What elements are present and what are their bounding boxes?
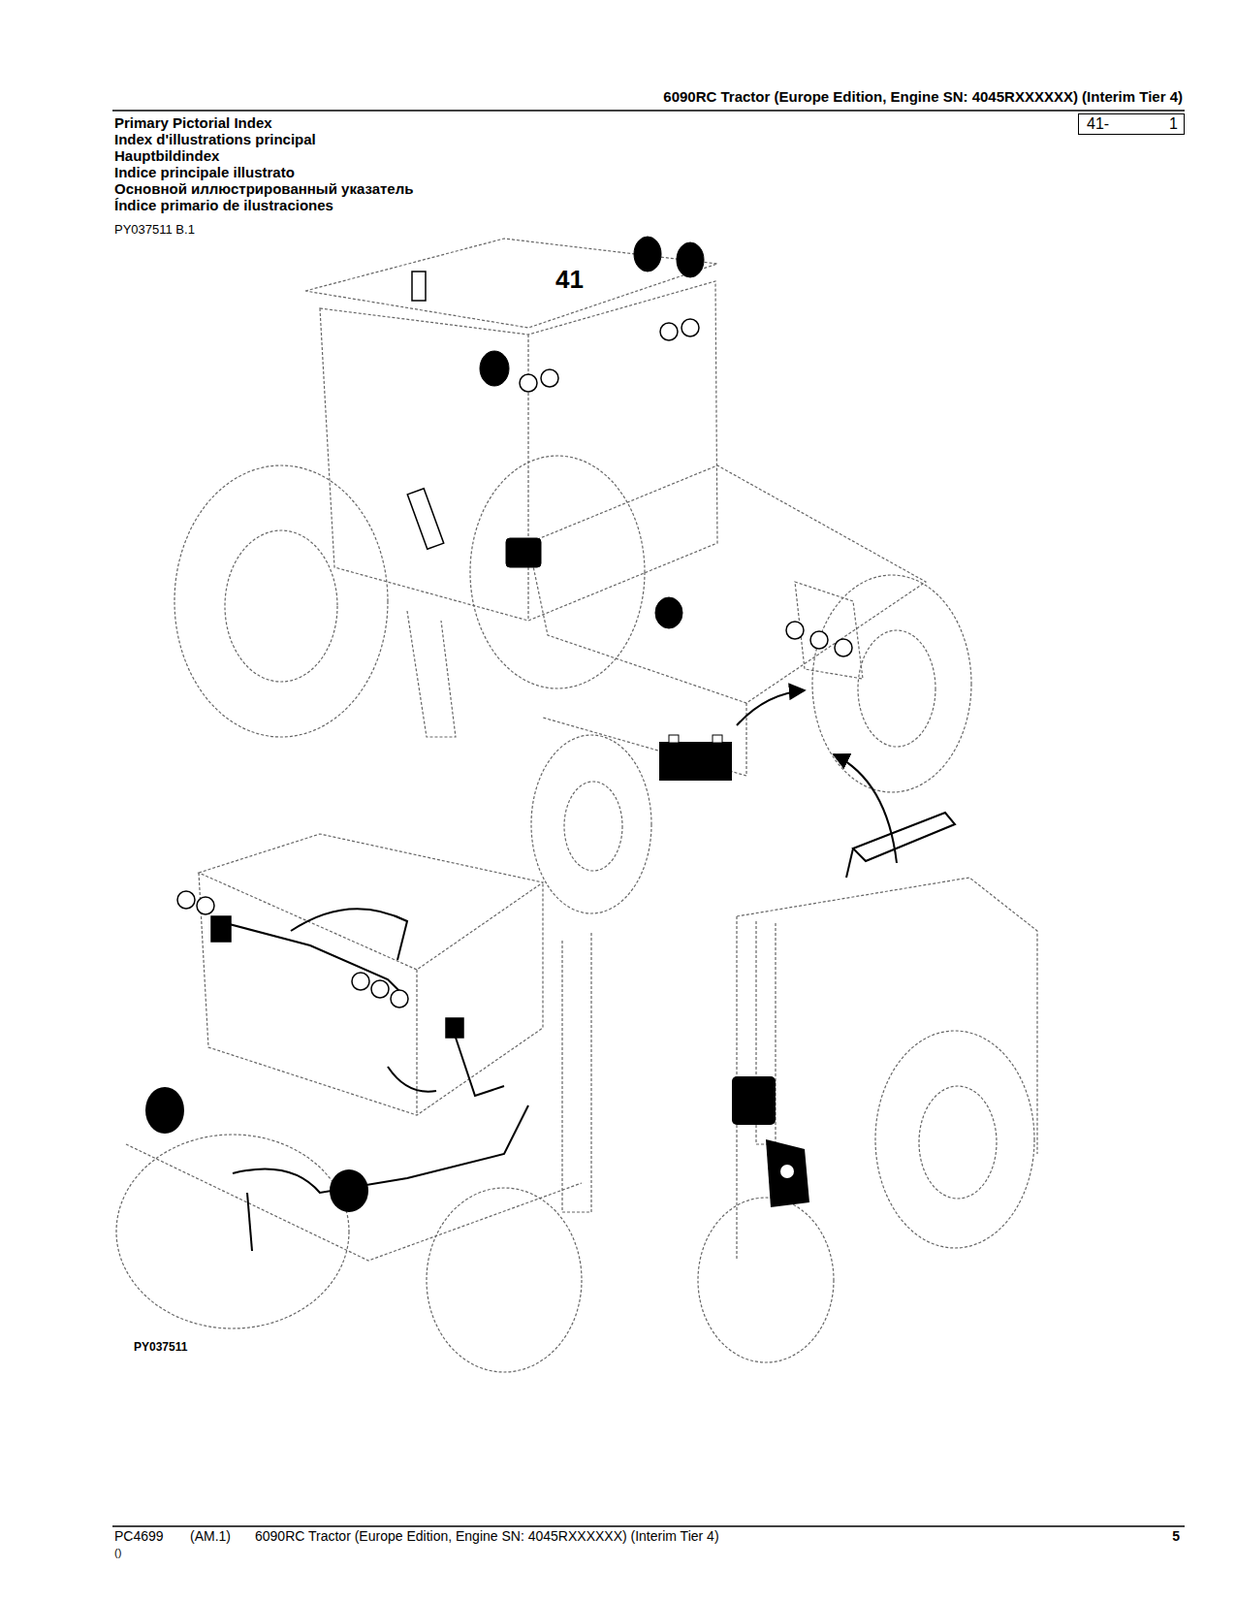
callout-number: 41 xyxy=(552,265,587,295)
battery-symbol xyxy=(659,741,732,781)
harness-symbol xyxy=(247,1192,253,1251)
tractor-outline xyxy=(875,1030,1035,1248)
tractor-outline xyxy=(564,781,623,871)
panel-symbol xyxy=(780,1164,794,1178)
tractor-outline xyxy=(794,581,863,679)
harness-symbol xyxy=(232,1105,529,1193)
harness-symbol xyxy=(218,920,408,999)
tractor-outline xyxy=(697,1197,834,1363)
bracket-symbol xyxy=(853,812,955,861)
lamp-symbol xyxy=(329,1169,369,1212)
rule-line xyxy=(112,110,1185,1526)
page-header: 6090RC Tractor (Europe Edition, Engine S… xyxy=(663,88,1183,105)
tractor-outline xyxy=(126,1143,582,1261)
tractor-outline xyxy=(174,238,972,914)
tractor-outline xyxy=(116,1134,349,1329)
tractor-outline xyxy=(736,877,1038,1154)
work-light-symbol xyxy=(407,488,444,550)
work-light-symbol xyxy=(211,916,231,942)
harness-symbol xyxy=(455,1037,505,1096)
tractor-outline xyxy=(415,969,417,1115)
lamp-symbol xyxy=(655,597,683,629)
work-light-symbol xyxy=(540,369,559,387)
work-light-symbol xyxy=(407,271,853,657)
tractor-outline xyxy=(319,281,718,621)
battery-symbol xyxy=(712,734,723,743)
lamp-symbol xyxy=(479,236,704,629)
tractor-outline xyxy=(407,610,456,737)
harness-symbol xyxy=(387,1066,437,1092)
work-light-symbol xyxy=(351,972,370,990)
index-title: Indice principale illustrato xyxy=(114,163,295,181)
rule-line xyxy=(112,109,1185,112)
lamp-symbol xyxy=(479,350,509,386)
lamp-symbol xyxy=(145,1086,369,1212)
lamp-symbol xyxy=(633,236,662,272)
work-light-symbol xyxy=(786,621,804,639)
tractor-outline xyxy=(174,465,388,737)
tractor-outline xyxy=(812,574,972,793)
work-light-symbol xyxy=(177,890,464,1038)
tractor-outline xyxy=(198,872,543,1115)
work-light-symbol xyxy=(412,271,426,301)
index-number: 1 xyxy=(1169,115,1178,133)
tractor-outline xyxy=(470,455,645,689)
harness-symbol xyxy=(290,908,408,960)
index-box: 41- 1 xyxy=(1077,113,1185,135)
work-light-symbol xyxy=(660,322,678,341)
lamp-symbol xyxy=(506,538,541,568)
work-light-symbol xyxy=(196,896,215,915)
tractor-outline xyxy=(198,833,543,970)
pointer-arrow xyxy=(736,690,897,863)
battery-symbol xyxy=(668,734,679,743)
panel-symbol xyxy=(765,1139,810,1207)
work-light-symbol xyxy=(681,318,699,337)
panel-symbol xyxy=(731,1076,776,1125)
index-title: Index d'illustrations principal xyxy=(114,130,317,148)
work-light-symbol xyxy=(371,980,389,998)
page-number: 5 xyxy=(1172,1527,1180,1544)
tractor-outline xyxy=(697,877,1038,1363)
work-light-symbol xyxy=(390,989,409,1008)
index-title: Hauptbildindex xyxy=(114,147,220,164)
footer-code: (AM.1) xyxy=(190,1527,231,1544)
index-number: 41- xyxy=(1086,115,1110,133)
tractor-outline xyxy=(224,530,338,682)
pointer-arrow xyxy=(833,754,897,863)
bracket-symbol xyxy=(846,812,955,878)
figure-id: PY037511 xyxy=(133,1340,188,1355)
panel-symbol xyxy=(731,1076,810,1207)
bracket-symbol xyxy=(846,848,854,878)
work-light-symbol xyxy=(834,638,853,657)
work-light-symbol xyxy=(519,374,538,392)
footer-text: 6090RC Tractor (Europe Edition, Engine S… xyxy=(254,1527,720,1544)
work-light-symbol xyxy=(810,631,828,649)
tractor-outline xyxy=(116,833,592,1372)
tractor-outline xyxy=(919,1085,997,1199)
index-title: Primary Pictorial Index xyxy=(114,114,273,131)
battery-symbol xyxy=(659,734,732,781)
tractor-outline xyxy=(426,1187,582,1372)
lamp-symbol xyxy=(145,1086,185,1134)
harness-symbol xyxy=(218,908,529,1251)
work-light-symbol xyxy=(445,1017,464,1038)
lamp-symbol xyxy=(676,242,704,278)
work-light-symbol xyxy=(177,890,195,909)
index-title: Основной иллюстрированный указатель xyxy=(114,180,413,197)
tractor-outline xyxy=(857,630,936,747)
figure-reference: PY037511 B.1 xyxy=(114,222,195,238)
index-title: Índice primario de ilustraciones xyxy=(114,196,334,214)
rule-line xyxy=(112,1524,1185,1527)
tractor-outline xyxy=(531,734,652,914)
tractor-outline xyxy=(528,465,926,703)
footer-note: () xyxy=(114,1546,122,1559)
pointer-arrow xyxy=(736,690,805,726)
footer-code: PC4699 xyxy=(114,1527,164,1544)
tractor-outline xyxy=(562,930,592,1212)
